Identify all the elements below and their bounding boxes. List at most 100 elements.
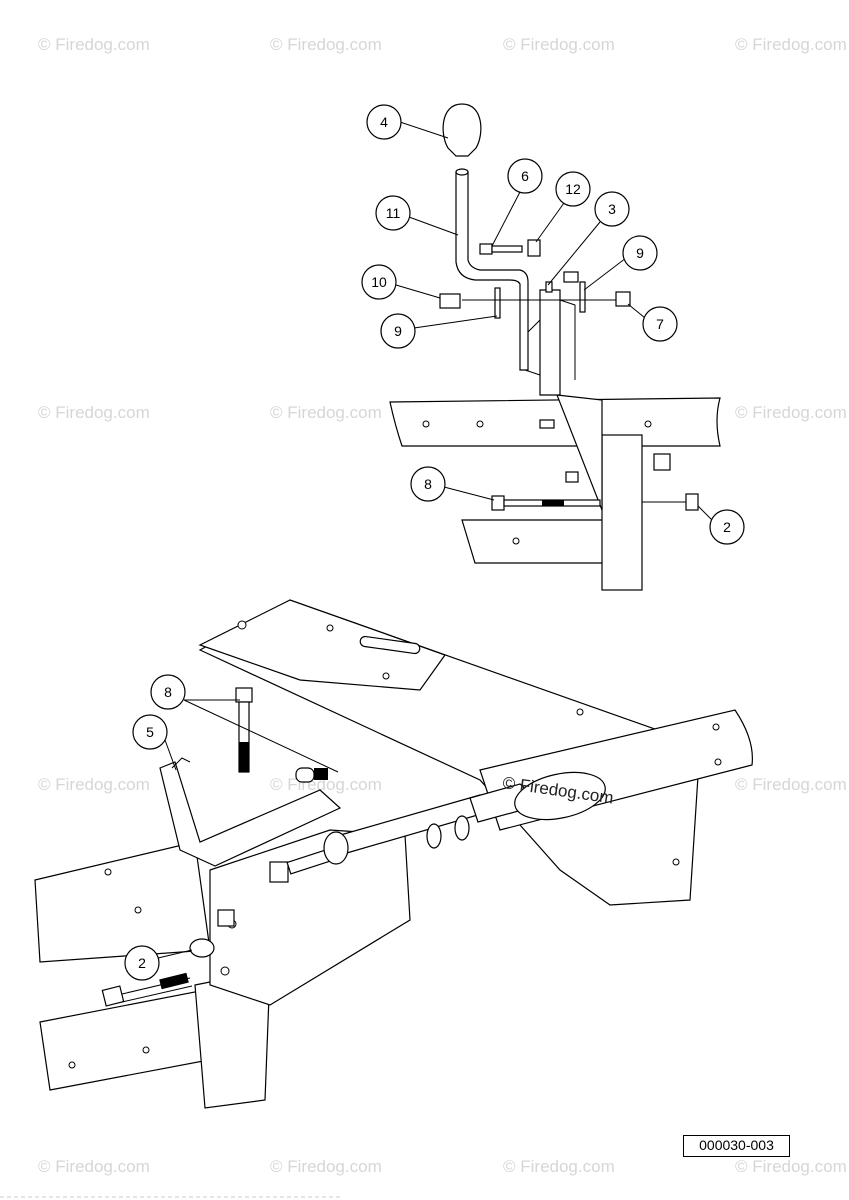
- hole: [712, 723, 720, 731]
- shift-plate: [209, 829, 411, 1006]
- callout-circle: [642, 306, 678, 342]
- lever-tip: [455, 168, 469, 176]
- bolt-8-thread: [239, 742, 249, 772]
- bracket-5: [159, 761, 342, 867]
- washer-9-left: [494, 287, 501, 319]
- figure-id-label: 000030-003: [683, 1135, 790, 1157]
- pivot-nut: [426, 823, 442, 849]
- stud-6-thread: [491, 245, 523, 253]
- watermark-text: © Firedog.com: [735, 1157, 847, 1176]
- bracket-tab: [545, 281, 553, 293]
- lower-callouts: 8 5 2: [124, 674, 339, 981]
- watermark-text: © Firedog.com: [38, 35, 150, 54]
- callout-circle: [124, 945, 160, 981]
- callout-circle: [375, 195, 411, 231]
- bolt-12: [527, 239, 541, 257]
- stud-thread: [314, 768, 328, 780]
- callout-circle: [132, 714, 168, 750]
- watermark-text: © Firedog.com: [38, 403, 150, 422]
- vertical-support: [601, 434, 643, 591]
- callout-circle: [507, 158, 543, 194]
- callout-label: 8: [164, 684, 172, 700]
- hole: [326, 624, 334, 632]
- stud: [295, 767, 315, 783]
- nut: [217, 909, 235, 927]
- watermark-text: © Firedog.com: [38, 775, 150, 794]
- rail-hole: [422, 420, 430, 428]
- upper-assembly-view: [389, 103, 721, 591]
- watermark-text: © Firedog.com: [270, 403, 382, 422]
- callout-circle: [150, 674, 186, 710]
- hole: [382, 672, 390, 680]
- hole: [237, 620, 247, 630]
- watermark-text: © Firedog.com: [38, 1157, 150, 1176]
- callout-circle: [380, 313, 416, 349]
- hole: [576, 708, 584, 716]
- callout-label: 2: [723, 519, 731, 535]
- washer: [323, 831, 349, 865]
- frame-rail-lower: [461, 519, 607, 564]
- callout-circle: [594, 191, 630, 227]
- hole: [672, 858, 680, 866]
- bracket-nut: [565, 471, 579, 483]
- bolt-8-thread: [542, 500, 564, 506]
- callout-label: 3: [608, 201, 616, 217]
- watermark-text: © Firedog.com: [270, 1157, 382, 1176]
- shift-lever: [455, 171, 529, 371]
- lower-assembly-view: © Firedog.com: [34, 599, 753, 1109]
- callout-circle: [709, 509, 745, 545]
- watermark-text: © Firedog.com: [503, 35, 615, 54]
- stud-6: [479, 243, 493, 255]
- rail-hole: [476, 420, 484, 428]
- hole: [68, 1061, 76, 1069]
- callout-label: 2: [138, 955, 146, 971]
- lever-knob: [514, 771, 606, 821]
- bolt-2-head: [101, 985, 125, 1007]
- callout-circle: [361, 264, 397, 300]
- hole: [134, 906, 142, 914]
- spacer-2: [189, 938, 215, 958]
- callout-circle: [622, 235, 658, 271]
- shift-knob: [442, 103, 482, 157]
- frame-mount-plate: [198, 599, 446, 691]
- hole: [714, 758, 722, 766]
- rail-hole: [512, 537, 520, 545]
- slot: [359, 635, 421, 655]
- upper-callouts: 4 6 12 3 11 9 10 7 9 8 2: [361, 104, 745, 545]
- bolt-2-thread: [159, 972, 189, 990]
- callout-circle: [366, 104, 402, 140]
- spacer: [269, 861, 289, 883]
- watermark-text: © Firedog.com: [735, 403, 847, 422]
- callout-label: 8: [424, 476, 432, 492]
- rail-hole: [644, 420, 652, 428]
- pivot-bolt-10: [439, 293, 461, 309]
- bolt-8-head: [491, 495, 505, 511]
- callout-label: 5: [146, 724, 154, 740]
- bolt-2-head: [685, 493, 699, 511]
- callout-circle: [410, 466, 446, 502]
- watermark-text: © Firedog.com: [270, 35, 382, 54]
- callout-label: 10: [371, 274, 387, 290]
- frame-bolt: [653, 453, 671, 471]
- shift-bracket: [556, 394, 603, 511]
- hole: [142, 1046, 150, 1054]
- frame-rail-upper: [389, 397, 721, 447]
- callout-label: 7: [656, 316, 664, 332]
- callout-label: 4: [380, 114, 388, 130]
- watermark-text: © Firedog.com: [503, 1157, 615, 1176]
- watermark-text: © Firedog.com: [735, 35, 847, 54]
- callout-label: 11: [386, 205, 401, 221]
- callout-label: 12: [565, 181, 581, 197]
- washer-9-right: [579, 281, 586, 313]
- frame-rail-left: [34, 841, 211, 963]
- bracket-upright: [539, 289, 561, 396]
- hole: [220, 966, 230, 976]
- callout-label: 9: [636, 245, 644, 261]
- hole: [104, 868, 112, 876]
- pivot-nut: [454, 815, 470, 841]
- watermark-text: © Firedog.com: [735, 775, 847, 794]
- callout-circle: [555, 171, 591, 207]
- bracket-bolt: [539, 419, 555, 429]
- callout-label: 9: [394, 323, 402, 339]
